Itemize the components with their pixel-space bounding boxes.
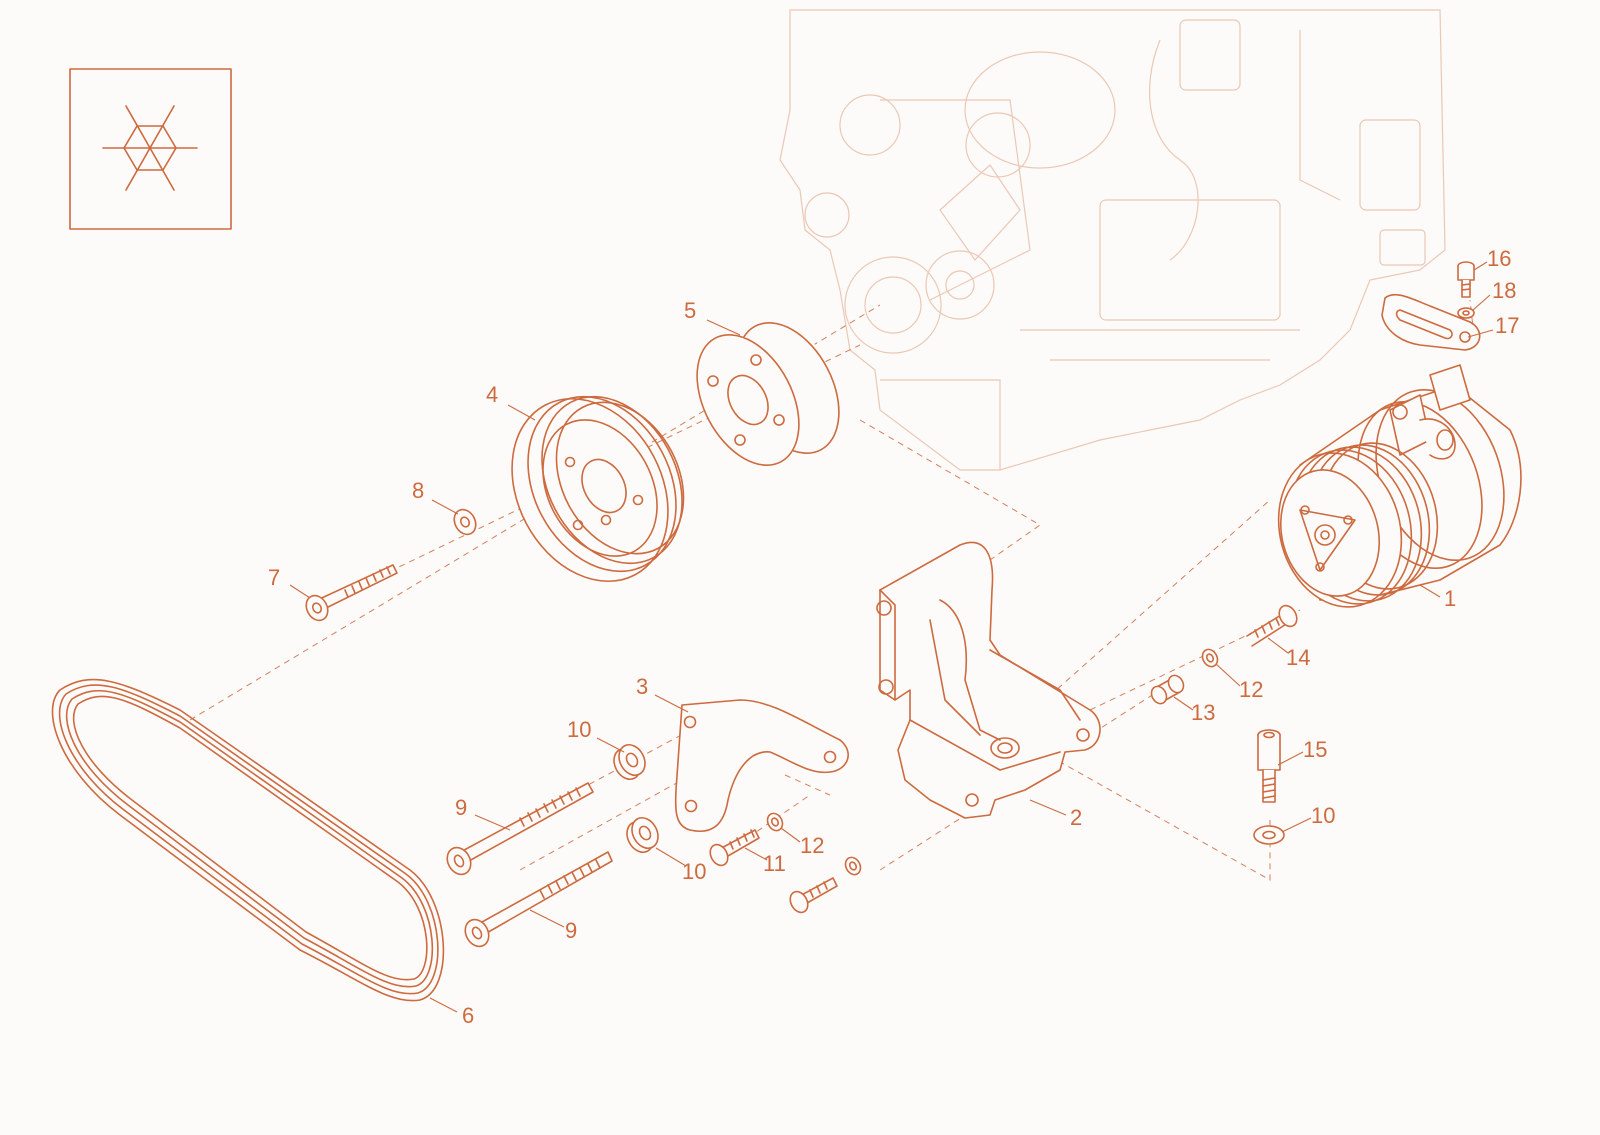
callout-10-right: 10 (1311, 803, 1335, 828)
washer-18 (1457, 307, 1475, 319)
compressor-mounting-bracket (876, 541, 1101, 819)
snowflake-symbol-box (69, 68, 232, 230)
callout-13: 13 (1191, 700, 1215, 725)
cap-screw (1257, 729, 1281, 803)
callout-1: 1 (1444, 586, 1456, 611)
callout-5: 5 (684, 298, 696, 323)
long-bolt-upper (446, 782, 594, 876)
ac-compressor (1277, 364, 1522, 608)
short-bolt-lower (789, 877, 838, 914)
callout-10-lower: 10 (682, 859, 706, 884)
spacer-lower (626, 816, 659, 854)
pulley-bolt (305, 564, 398, 622)
pulley-spacer-hub (696, 318, 840, 466)
mounting-strap (1381, 293, 1481, 351)
washer-12-upper (766, 812, 784, 832)
callout-14: 14 (1286, 645, 1310, 670)
callout-12-left: 12 (800, 833, 824, 858)
callout-7: 7 (268, 565, 280, 590)
crankshaft-pulley (511, 395, 685, 583)
compressor-brace-plate (674, 699, 849, 832)
spacer-upper (613, 743, 646, 781)
callout-17: 17 (1495, 313, 1519, 338)
callout-6: 6 (462, 1003, 474, 1028)
callout-3: 3 (636, 674, 648, 699)
washer-12-lower (844, 856, 862, 876)
callout-labels: 1 2 3 4 5 6 7 8 9 9 10 10 10 11 12 12 13… (268, 246, 1519, 1028)
air-conditioning-snowflake-icon (102, 105, 198, 191)
screw-16 (1457, 261, 1475, 298)
short-bolt-upper (709, 829, 760, 867)
leader-lines (289, 261, 1494, 1013)
engine-block (779, 9, 1446, 471)
drive-belt (51, 678, 445, 1002)
compressor-bolt (1246, 604, 1298, 647)
callout-8: 8 (412, 478, 424, 503)
callout-12-right: 12 (1239, 677, 1263, 702)
callout-2: 2 (1070, 805, 1082, 830)
callout-4: 4 (486, 382, 498, 407)
callout-16: 16 (1487, 246, 1511, 271)
callout-15: 15 (1303, 737, 1327, 762)
bushing (1150, 674, 1185, 705)
washer-10-right (1253, 825, 1285, 845)
pulley-washer (453, 508, 477, 536)
long-bolt-lower (464, 851, 613, 948)
callout-9-upper: 9 (455, 795, 467, 820)
callout-10-upper: 10 (567, 717, 591, 742)
callout-11: 11 (763, 851, 786, 876)
callout-18: 18 (1492, 278, 1516, 303)
callout-9-lower: 9 (565, 918, 577, 943)
washer-12-right (1201, 648, 1219, 668)
